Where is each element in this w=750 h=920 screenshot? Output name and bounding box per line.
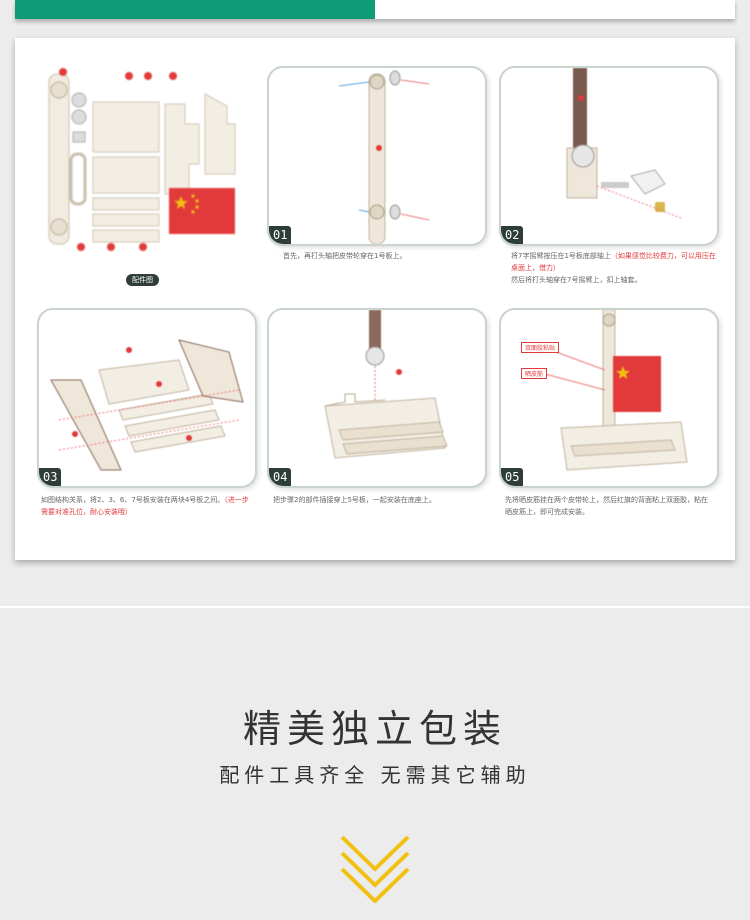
step-panel-05: 双面胶粘贴 晒皮筋 05 <box>499 308 719 488</box>
step-number: 02 <box>501 226 524 244</box>
parts-badge: 配件图 <box>126 274 159 286</box>
step-number: 01 <box>269 226 292 244</box>
progress-fill <box>15 0 375 19</box>
instruction-sheet: 配件图 01 02 首先，再打 <box>15 38 735 560</box>
step-panel-02: 02 <box>499 66 719 246</box>
section-divider <box>0 606 750 608</box>
top-banner <box>15 0 735 19</box>
step-caption-01: 首先，再打头轴把皮带轮穿在1号板上。 <box>283 252 407 260</box>
step-panel-03: 03 <box>37 308 257 488</box>
step-caption-05: 先将晒皮筋挂在两个皮带轮上，然后红旗的背面粘上双面胶，粘在晒皮筋上，即可完成安装… <box>505 496 708 516</box>
section-title: 精美独立包装 <box>242 707 507 751</box>
step-caption-04: 把步骤2的部件插接穿上5号板，一起安装在底座上。 <box>273 496 436 504</box>
step-number: 04 <box>269 468 292 486</box>
step-number: 03 <box>39 468 62 486</box>
step-number: 05 <box>501 468 524 486</box>
step-panel-01: 01 <box>267 66 487 246</box>
parts-diagram <box>43 62 243 262</box>
double-chevron-down-icon <box>340 835 410 903</box>
label-double-tape: 双面胶粘贴 <box>521 342 560 353</box>
section-subtitle: 配件工具齐全 无需其它辅助 <box>219 763 531 787</box>
step-panel-04: 04 <box>267 308 487 488</box>
step-caption-03: 如图结构关系，将2、3、6、7号板安装在两块4号板之间。（进一步需要对准孔位，耐… <box>41 496 249 516</box>
label-band: 晒皮筋 <box>521 368 548 379</box>
step-caption-02: 将7字摇臂按压在1号板底部轴上（如果感觉比较费力，可以用压在桌面上，借力） 然后… <box>511 252 716 284</box>
